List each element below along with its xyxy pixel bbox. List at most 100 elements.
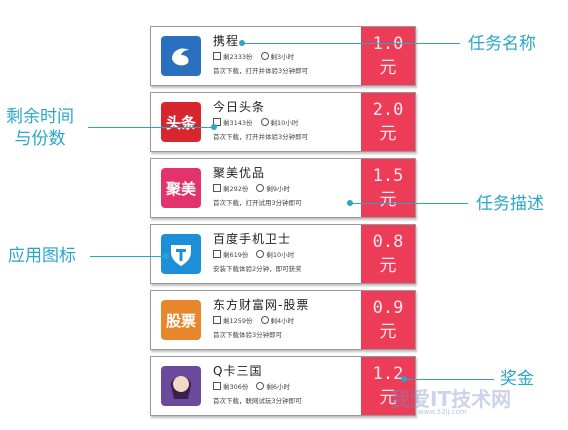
callout-line-task-desc: [350, 203, 468, 204]
remaining-count: 剩1259份: [213, 315, 253, 325]
remaining-time-text: 剩6小时: [266, 383, 291, 391]
task-meta: 剩306份 剩6小时: [213, 381, 298, 391]
remaining-count: 剩619份: [213, 249, 248, 259]
callout-label-remaining: 剩余时间 与份数: [6, 107, 74, 149]
callout-label-app-icon: 应用图标: [8, 246, 76, 266]
remaining-count-text: 剩619份: [223, 251, 249, 259]
task-meta: 剩2333份 剩3小时: [213, 51, 302, 61]
task-card-body: Q卡三国剩306份 剩6小时首次下载，联网试玩3分钟即可: [151, 357, 361, 415]
document-icon: [213, 184, 221, 192]
remaining-time: 剩9小时: [256, 183, 290, 193]
remaining-time: 剩3小时: [260, 51, 295, 61]
task-name: 百度手机卫士: [213, 232, 292, 246]
document-icon: [213, 118, 221, 126]
reward-amount[interactable]: 2.0 元: [361, 93, 415, 151]
task-meta: 剩619份 剩10小时: [213, 249, 302, 259]
remaining-time: 剩10小时: [260, 117, 299, 127]
reward-amount[interactable]: 1.0 元: [361, 27, 415, 85]
callout-dot-task-desc: [347, 200, 353, 206]
app-logo-text: 头条: [165, 113, 196, 132]
reward-amount[interactable]: 0.9 元: [361, 291, 415, 349]
remaining-count-text: 剩1259份: [223, 317, 253, 325]
task-card[interactable]: 股票 东方财富网-股票剩1259份 剩4小时首次下载体验3分钟即可 0.9 元: [150, 290, 416, 350]
game-character-icon: [171, 376, 191, 399]
app-icon: 股票: [161, 300, 201, 340]
task-meta: 剩3143份 剩10小时: [213, 117, 306, 127]
remaining-time-text: 剩10小时: [266, 251, 295, 259]
remaining-count-text: 剩306份: [223, 383, 249, 391]
task-card[interactable]: 头条 今日头条剩3143份 剩10小时首次下载，打开并体验3分钟即可 2.0 元: [150, 92, 416, 152]
callout-line-remaining: [88, 127, 214, 128]
remaining-count-text: 剩292份: [223, 185, 249, 193]
app-icon: [161, 36, 201, 76]
task-card-body: 头条 今日头条剩3143份 剩10小时首次下载，打开并体验3分钟即可: [151, 93, 361, 151]
remaining-count-text: 剩3143份: [223, 119, 253, 127]
callout-dot-task-name: [239, 40, 245, 46]
task-meta: 剩292份 剩9小时: [213, 183, 298, 193]
clock-icon: [260, 118, 269, 126]
task-name: 聚美优品: [213, 166, 266, 180]
task-name: 东方财富网-股票: [213, 298, 310, 312]
remaining-time-text: 剩3小时: [270, 53, 295, 61]
remaining-count-text: 剩2333份: [223, 53, 253, 61]
document-icon: [213, 52, 221, 60]
watermark-url: www.52ij.com: [418, 408, 467, 416]
reward-amount[interactable]: 0.8 元: [361, 225, 415, 283]
reward-amount[interactable]: 1.2 元: [361, 357, 415, 415]
task-meta: 剩1259份 剩4小时: [213, 315, 302, 325]
remaining-count: 剩2333份: [213, 51, 253, 61]
callout-line-reward: [404, 379, 494, 380]
callout-line-task-name: [242, 43, 460, 44]
task-card-body: 百度手机卫士剩619份 剩10小时安装下载体验2分钟，即可获奖: [151, 225, 361, 283]
callout-dot-reward: [401, 376, 407, 382]
clock-icon: [260, 52, 269, 60]
reward-amount[interactable]: 1.5 元: [361, 159, 415, 217]
task-description: 首次下载体验3分钟即可: [213, 331, 283, 339]
clock-icon: [256, 184, 265, 192]
clock-icon: [256, 382, 265, 390]
callout-line-app-icon: [90, 256, 166, 257]
callout-label-task-name: 任务名称: [468, 34, 536, 54]
remaining-time-text: 剩10小时: [270, 119, 299, 127]
remaining-count: 剩292份: [213, 183, 248, 193]
remaining-count: 剩306份: [213, 381, 248, 391]
clock-icon: [260, 316, 269, 324]
task-card-body: 股票 东方财富网-股票剩1259份 剩4小时首次下载体验3分钟即可: [151, 291, 361, 349]
task-card-body: 携程剩2333份 剩3小时首次下载，打开并体验3分钟即可: [151, 27, 361, 85]
app-logo-text: 聚美: [165, 179, 196, 198]
task-card[interactable]: Q卡三国剩306份 剩6小时首次下载，联网试玩3分钟即可 1.2 元: [150, 356, 416, 416]
watermark: 我爱IT技术网: [390, 387, 512, 411]
app-icon: 头条: [161, 102, 201, 142]
remaining-count: 剩3143份: [213, 117, 253, 127]
task-name: 携程: [213, 34, 240, 48]
document-icon: [213, 382, 221, 390]
callout-label-task-desc: 任务描述: [476, 194, 544, 214]
task-name: Q卡三国: [213, 364, 263, 378]
clock-icon: [256, 250, 265, 258]
app-icon: [161, 366, 201, 406]
task-description: 首次下载，联网试玩3分钟即可: [213, 397, 302, 405]
remaining-time: 剩4小时: [260, 315, 295, 325]
app-logo-text: 股票: [165, 311, 196, 330]
document-icon: [213, 250, 221, 258]
callout-dot-remaining: [211, 124, 217, 130]
remaining-time-text: 剩9小时: [266, 185, 291, 193]
task-card[interactable]: 携程剩2333份 剩3小时首次下载，打开并体验3分钟即可 1.0 元: [150, 26, 416, 86]
document-icon: [213, 316, 221, 324]
task-description: 首次下载，打开试用3分钟即可: [213, 199, 302, 207]
callout-label-reward: 奖金: [500, 369, 534, 389]
task-description: 首次下载，打开并体验3分钟即可: [213, 67, 309, 75]
task-description: 首次下载，打开并体验3分钟即可: [213, 133, 309, 141]
remaining-time: 剩10小时: [256, 249, 294, 259]
task-card-body: 聚美 聚美优品剩292份 剩9小时首次下载，打开试用3分钟即可: [151, 159, 361, 217]
remaining-time-text: 剩4小时: [270, 317, 295, 325]
ctrip-dolphin-icon: [172, 48, 189, 66]
remaining-time: 剩6小时: [256, 381, 290, 391]
task-card[interactable]: 百度手机卫士剩619份 剩10小时安装下载体验2分钟，即可获奖 0.8 元: [150, 224, 416, 284]
task-name: 今日头条: [213, 100, 266, 114]
task-description: 安装下载体验2分钟，即可获奖: [213, 265, 302, 273]
task-card[interactable]: 聚美 聚美优品剩292份 剩9小时首次下载，打开试用3分钟即可 1.5 元: [150, 158, 416, 218]
app-icon: 聚美: [161, 168, 201, 208]
